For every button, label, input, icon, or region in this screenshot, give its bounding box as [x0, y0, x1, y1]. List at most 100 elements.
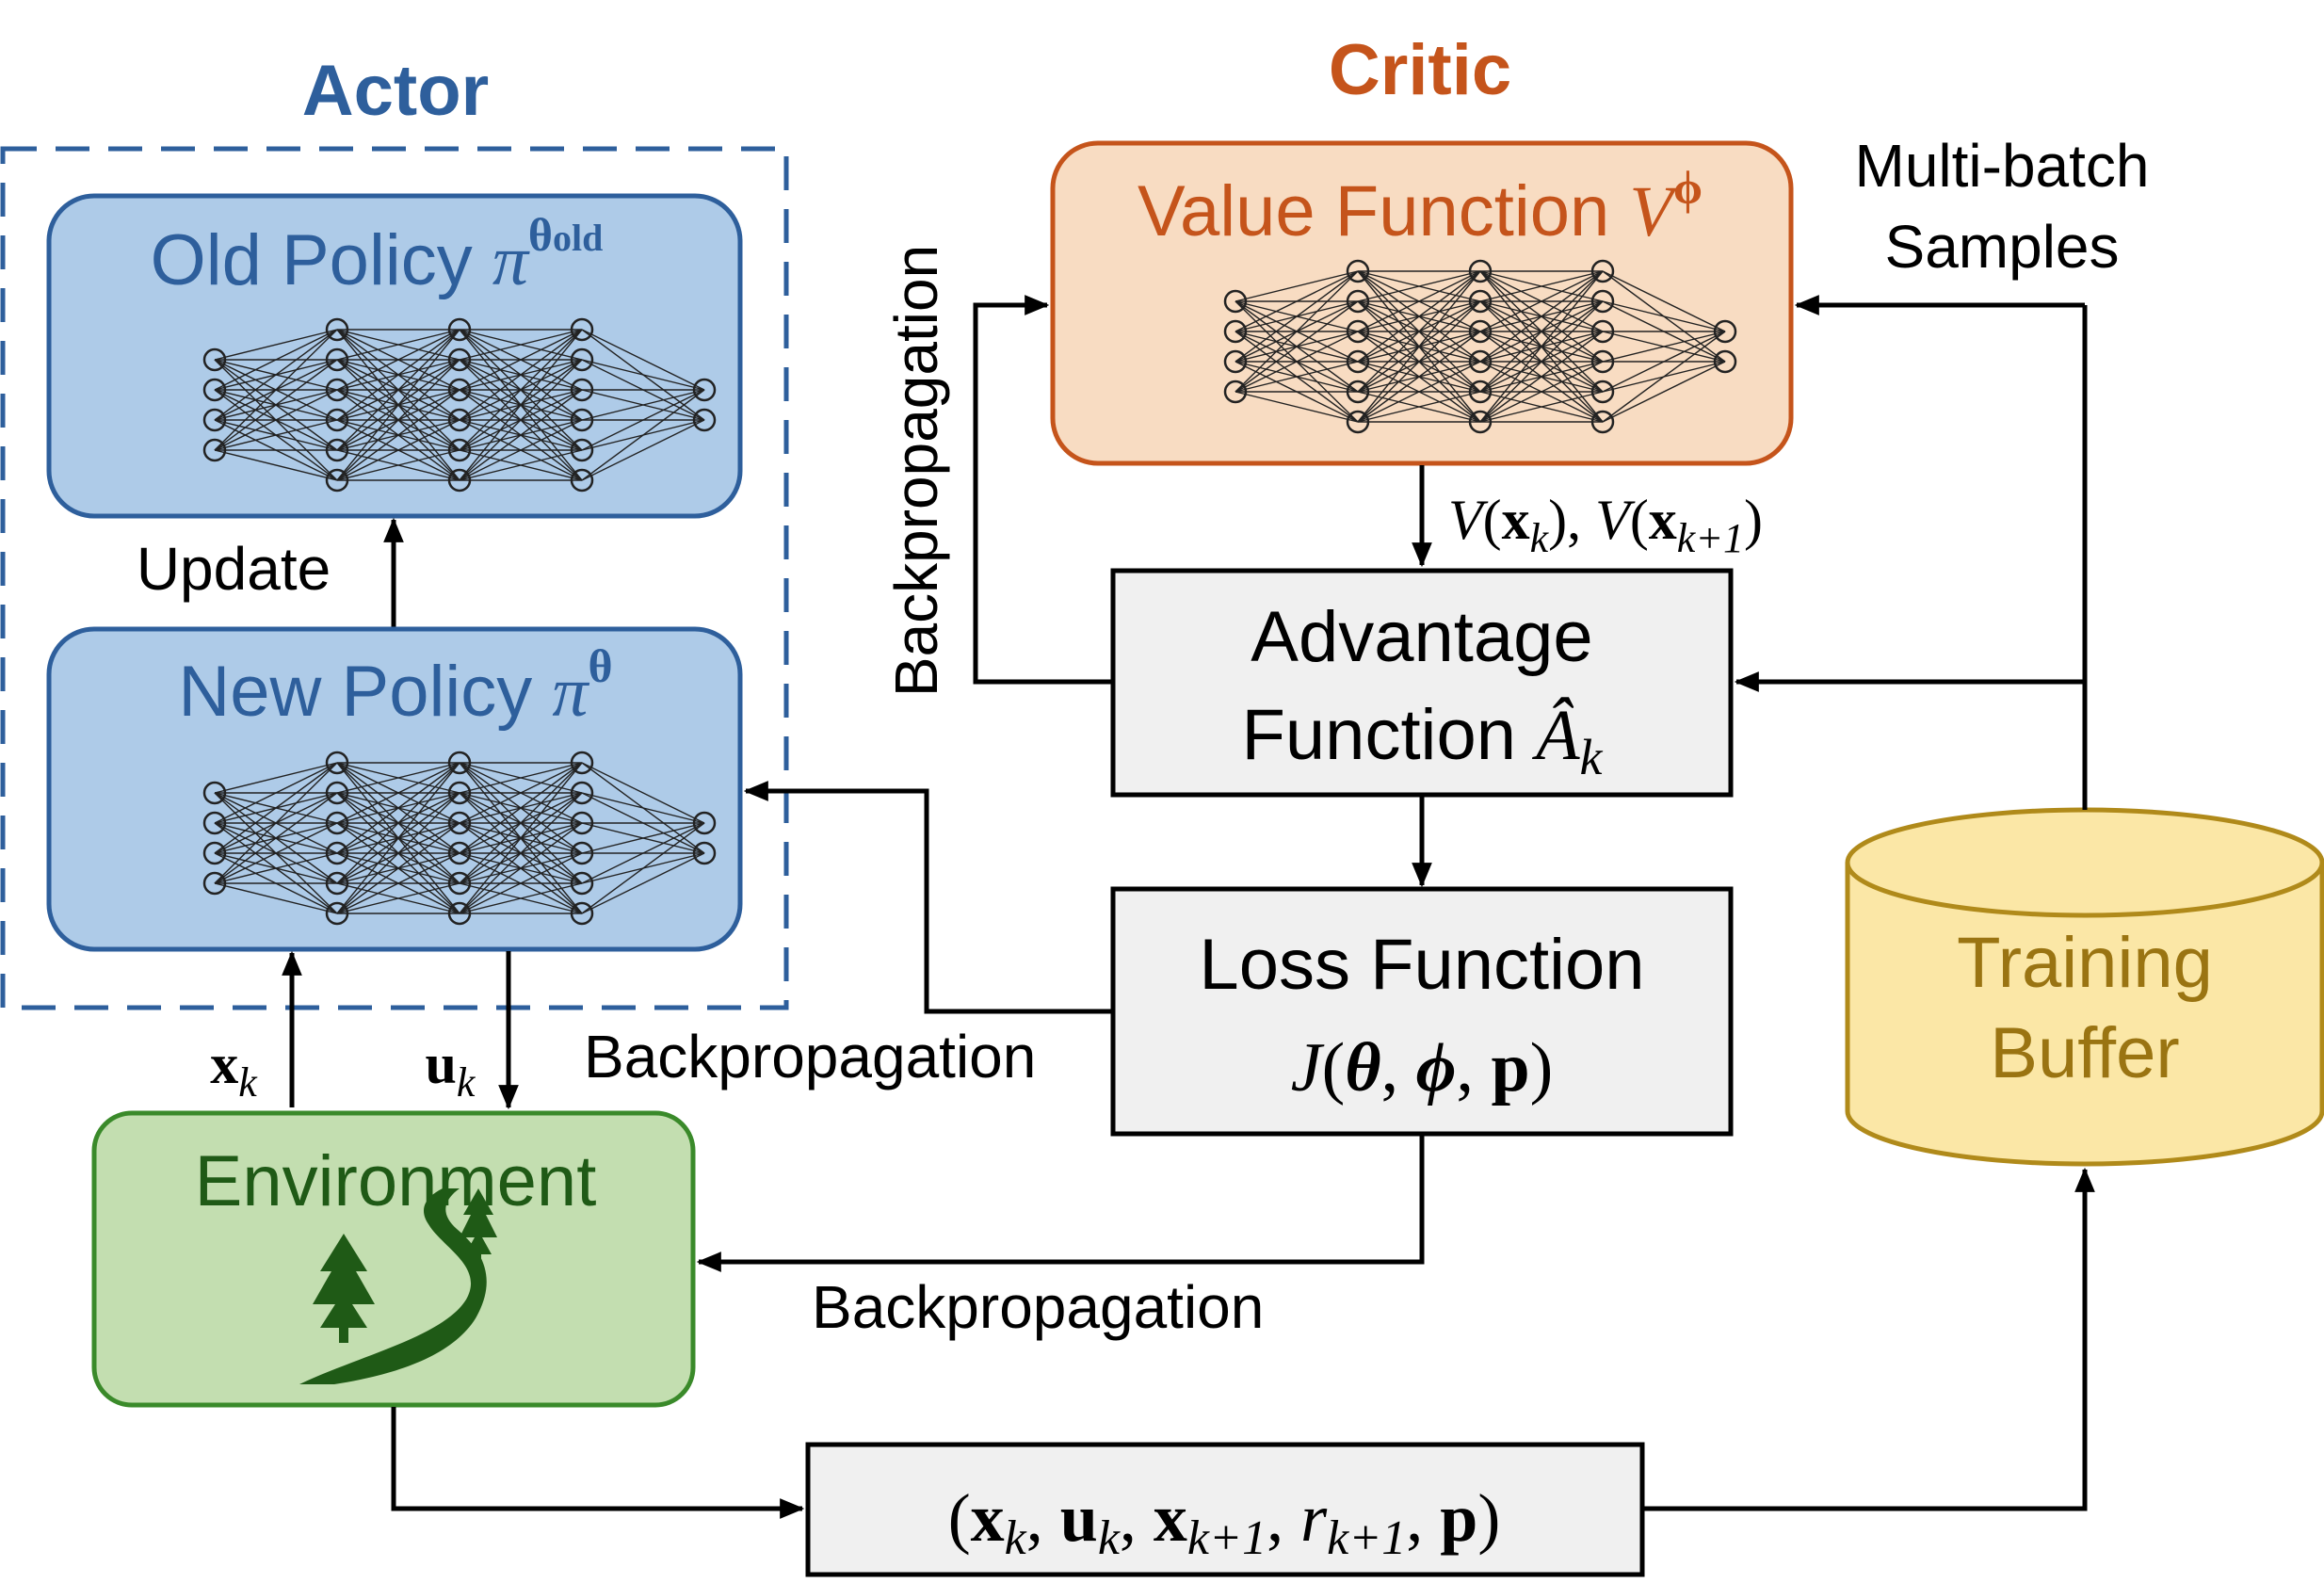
nn-node — [1590, 380, 1615, 404]
nn-node — [570, 901, 594, 926]
nn-node — [447, 408, 472, 432]
nn-node — [325, 871, 349, 896]
nn-edge — [214, 762, 338, 884]
nn-edge — [214, 852, 338, 884]
nn-edge — [581, 419, 705, 481]
nn-edge — [1357, 270, 1481, 423]
nn-node — [1468, 410, 1493, 434]
nn-edge — [336, 822, 460, 914]
nn-edge — [581, 329, 705, 391]
new-policy-block: New Policy πθ — [46, 626, 743, 952]
nn-node — [692, 378, 717, 402]
nn-edge — [459, 882, 583, 914]
training-buffer: Training Buffer — [1845, 807, 2324, 1167]
nn-node — [1590, 410, 1615, 434]
nn-node — [202, 408, 227, 432]
nn-node — [202, 378, 227, 402]
nn-edge — [1479, 361, 1604, 423]
nn-edge — [1357, 270, 1481, 393]
nn-edge — [581, 389, 705, 451]
nn-node — [1346, 289, 1370, 314]
environment-label: Environment — [195, 1141, 597, 1221]
nn-edge — [336, 329, 460, 451]
nn-edge — [581, 762, 705, 824]
nn-edge — [1479, 300, 1604, 423]
nn-node — [325, 408, 349, 432]
backprop-advantage-to-value-arrow — [973, 295, 1113, 685]
nn-edge — [1602, 270, 1726, 332]
nn-edge — [214, 762, 338, 794]
nn-edge — [459, 329, 583, 391]
nn-node — [570, 751, 594, 775]
nn-node — [325, 317, 349, 342]
nn-node — [1713, 319, 1737, 344]
nn-edge — [1235, 361, 1359, 393]
nn-edge — [459, 852, 583, 914]
nn-edge — [459, 762, 583, 884]
advantage-line1: Advantage — [1251, 597, 1592, 677]
nn-node — [1590, 349, 1615, 374]
transition-tuple-box: (xk, uk, xk+1, rk+1, p) — [805, 1442, 1645, 1577]
nn-edge — [459, 762, 583, 824]
nn-edge — [214, 359, 338, 451]
multibatch-line2: Samples — [1885, 213, 2120, 281]
nn-node — [1468, 259, 1493, 283]
nn-edge — [336, 882, 460, 914]
nn-edge — [336, 449, 460, 481]
nn-node — [325, 751, 349, 775]
nn-node — [1223, 380, 1248, 404]
nn-edge — [1235, 270, 1359, 332]
nn-edge — [459, 762, 583, 914]
nn-edge — [1479, 270, 1604, 393]
nn-edge — [214, 419, 338, 451]
nn-node — [202, 347, 227, 372]
nn-node — [1223, 289, 1248, 314]
new-policy-network-icon — [202, 751, 717, 926]
critic-title: Critic — [1329, 30, 1511, 110]
value-output-label: V(xk), V(xk+1) — [1448, 489, 1763, 561]
multibatch-line1: Multi-batch — [1855, 132, 2150, 200]
nn-edge — [459, 329, 583, 451]
nn-edge — [459, 419, 583, 481]
buffer-line1: Training — [1957, 923, 2213, 1003]
nn-node — [447, 841, 472, 865]
nn-node — [447, 347, 472, 372]
nn-node — [570, 378, 594, 402]
nn-node — [1346, 349, 1370, 374]
nn-node — [692, 841, 717, 865]
tuple-to-buffer-arrow — [1642, 1167, 2095, 1511]
backprop-policy-label: Backpropagation — [584, 1023, 1036, 1090]
nn-edge — [459, 329, 583, 421]
nn-node — [1468, 289, 1493, 314]
nn-edge — [459, 329, 583, 481]
nn-node — [570, 408, 594, 432]
nn-edge — [459, 792, 583, 914]
value-function-block: Value Function Vϕ — [1050, 140, 1794, 466]
nn-node — [325, 438, 349, 462]
nn-node — [202, 781, 227, 805]
nn-edge — [214, 329, 338, 391]
nn-edge — [1602, 331, 1726, 363]
nn-node — [570, 781, 594, 805]
nn-node — [1346, 410, 1370, 434]
state-label: xk — [210, 1033, 258, 1106]
nn-node — [447, 811, 472, 835]
nn-node — [447, 378, 472, 402]
nn-edge — [581, 852, 705, 914]
nn-edge — [581, 359, 705, 391]
nn-edge — [1602, 300, 1726, 332]
nn-node — [1590, 319, 1615, 344]
value-network-icon — [1223, 259, 1737, 434]
nn-edge — [1235, 300, 1359, 393]
svg-text:Old Policy πθold: Old Policy πθold — [151, 208, 604, 300]
nn-edge — [1479, 270, 1604, 423]
nn-edge — [1357, 361, 1481, 423]
nn-node — [202, 438, 227, 462]
nn-edge — [581, 822, 705, 884]
nn-edge — [1479, 270, 1604, 302]
nn-node — [570, 841, 594, 865]
nn-node — [325, 811, 349, 835]
nn-edge — [1357, 300, 1481, 423]
nn-edge — [459, 389, 583, 481]
nn-edge — [1235, 331, 1359, 393]
